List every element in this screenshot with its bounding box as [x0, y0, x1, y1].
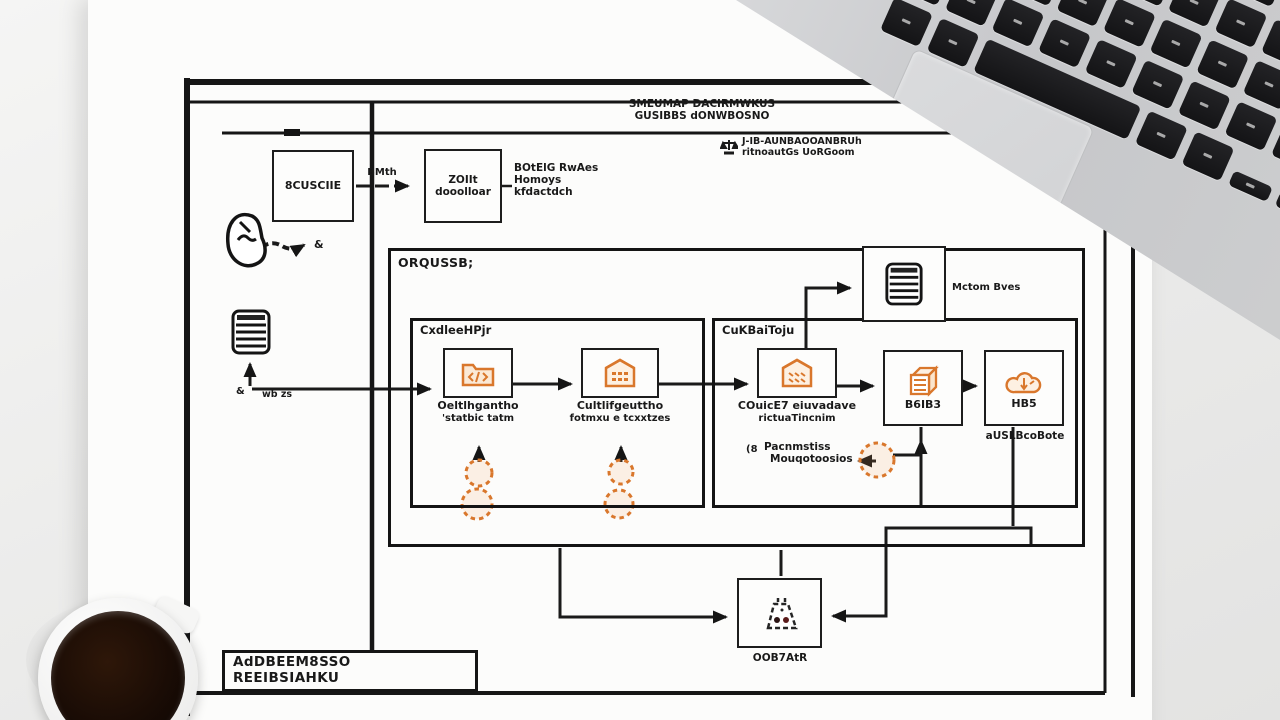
footer-title-box: AdDBEEM8SSO REEIBSIAHKU	[222, 650, 478, 692]
keyboard-key	[1102, 0, 1156, 48]
cup-rim	[38, 598, 198, 720]
cloud-icon	[1005, 371, 1042, 393]
coffee-surface	[51, 611, 185, 720]
main-group-box	[388, 248, 1085, 547]
db-edge-label: wb zs	[262, 389, 293, 400]
side-store-label: Mctom Bves	[952, 282, 1021, 293]
bottom-service-node	[737, 578, 822, 648]
edge-label: BMth	[367, 167, 397, 178]
source-system-label: 8CUSCIIE	[284, 178, 342, 192]
keyboard-key	[1177, 80, 1231, 131]
flow-annotation: BOtElG RwAes Homoys kfdactdch	[514, 162, 610, 198]
cloud-service-subtitle: rictuaTincnim	[758, 412, 836, 424]
keyboard-key	[1224, 101, 1278, 152]
keyboard-key	[1181, 131, 1235, 182]
subgroup-left-box	[410, 318, 705, 508]
cloud-service-node	[757, 348, 837, 398]
config-static-node	[443, 348, 513, 398]
config-static-subtitle: 'statbic tatm	[441, 412, 515, 424]
keyboard-key	[1214, 0, 1268, 49]
flow-annotation-line2: Homoys	[514, 174, 562, 187]
config-routes-subtitle: fotmxu e tcxxtzes	[569, 412, 671, 424]
keyboard-key	[1131, 59, 1185, 110]
params-line1: Pacnmstiss	[764, 441, 831, 453]
cloud-service-caption: COuicE7 eiuvadave rictuaTincnim	[735, 399, 859, 424]
config-static-title: Oeltlhgantho	[437, 399, 519, 412]
side-store-node	[862, 246, 946, 322]
params-line2: Mouqotoosios	[770, 453, 853, 466]
subgroup-right-label: CuKBaiToju	[722, 323, 795, 337]
config-routes-node	[581, 348, 659, 398]
footer-title-line1: AdDBEEM8SSO	[233, 654, 351, 670]
params-icon: (8	[746, 444, 758, 455]
keyboard-key	[1038, 18, 1092, 69]
footer-title-line2: REEIBSIAHKU	[233, 669, 340, 686]
flow-annotation-line3: kfdactdch	[514, 186, 573, 199]
keyboard-key	[1134, 110, 1188, 161]
keyboard-key	[1084, 38, 1138, 89]
database-icon	[885, 262, 923, 306]
keyboard-key	[1242, 60, 1280, 111]
params-note: Pacnmstiss Mouqotoosios	[764, 441, 864, 465]
keyboard-key	[1261, 18, 1280, 69]
hb5-title: HB5	[1011, 396, 1037, 410]
bottom-service-label: OOB7AtR	[752, 652, 808, 664]
hb5-node: HB5	[984, 350, 1064, 426]
keyboard-key	[880, 0, 934, 48]
decoder-label-line1: ZOIIt	[448, 173, 478, 186]
coffee-cup	[26, 586, 216, 720]
frame-tick-mark	[284, 129, 300, 136]
main-group-label: ORQUSSB;	[398, 255, 474, 270]
flow-annotation-line1: BOtElG RwAes	[514, 162, 599, 174]
document-title: SMEUMAP DACIRMWKUS GUSIBBS dONWBOSNO	[600, 98, 804, 122]
scale-icon	[720, 140, 738, 155]
rgb3-title: B6IB3	[904, 397, 942, 411]
user-arrow-suffix: &	[314, 238, 324, 251]
keyboard-key	[1149, 18, 1203, 69]
document-title-line1: SMEUMAP DACIRMWKUS	[628, 98, 776, 110]
config-static-caption: Oeltlhgantho 'statbic tatm	[418, 399, 538, 424]
keyboard-key	[1228, 170, 1273, 203]
boat-icon	[765, 598, 798, 630]
database-icon	[231, 309, 271, 355]
subgroup-left-label: CxdleeHPjr	[420, 323, 492, 337]
warehouse-icon	[604, 358, 636, 388]
cloud-service-title: COuicE7 eiuvadave	[737, 399, 857, 412]
keyboard-key	[1274, 191, 1280, 223]
header-note-line1: J-IB-AUNBAOOANBRUh	[742, 136, 862, 147]
header-note: J-IB-AUNBAOOANBRUh ritnoautGs UoRGoom	[742, 136, 872, 159]
warehouse-icon	[781, 358, 813, 388]
rgb3-node: B6IB3	[883, 350, 963, 426]
cube-registry-icon	[909, 364, 939, 397]
keyboard-key	[1196, 39, 1250, 90]
folder-code-icon	[461, 363, 495, 387]
decoder-label-line2: dooolloar	[435, 186, 491, 198]
hb5-subtitle: aUSLBcoBote	[985, 430, 1065, 442]
decoder-node: ZOIIt dooolloar	[424, 149, 502, 223]
config-routes-caption: Cultlifgeuttho fotmxu e tcxxtzes	[556, 399, 684, 424]
db-edge-prefix: &	[236, 386, 245, 397]
config-routes-title: Cultlifgeuttho	[576, 399, 664, 412]
header-note-line2: ritnoautGs UoRGoom	[742, 146, 855, 158]
keyboard-key	[991, 0, 1045, 48]
source-system-node: 8CUSCIIE	[272, 150, 354, 222]
document-title-line2: GUSIBBS dONWBOSNO	[634, 110, 770, 123]
